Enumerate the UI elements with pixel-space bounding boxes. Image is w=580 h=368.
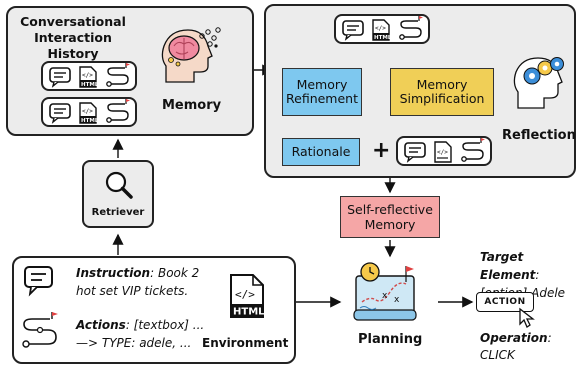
route-icon	[399, 16, 423, 40]
svg-text:x: x	[382, 291, 388, 301]
chat-icon	[49, 67, 71, 88]
history-icon-row-1: </> HTML	[41, 61, 137, 91]
actions-label: Actions	[76, 318, 126, 332]
svg-text:</>: </>	[235, 288, 255, 301]
instruction-text: Instruction: Book 2 hot set VIP tickets.	[76, 264, 200, 300]
instruction-label: Instruction	[76, 266, 151, 280]
history-icon-row-2: </> HTML	[41, 97, 137, 127]
reflection-head-gears-icon	[513, 57, 564, 109]
plus-sign: +	[372, 138, 391, 163]
svg-text:</>: </>	[437, 149, 448, 156]
svg-text:HTML: HTML	[233, 307, 265, 318]
history-title: Conversational Interaction History	[20, 14, 126, 61]
action-badge: ACTION	[476, 292, 534, 312]
reflection-label: Reflection	[502, 128, 576, 143]
operation-label: Operation	[480, 331, 548, 345]
environment-label: Environment	[202, 336, 289, 350]
history-panel: Conversational Interaction History </> H…	[6, 6, 254, 136]
document-code-icon: </>	[434, 141, 452, 163]
memory-simplification-box: Memory Simplification	[390, 68, 494, 116]
rationale-box: Rationale	[282, 138, 360, 166]
html-file-icon: </> HTML	[230, 274, 265, 318]
instruction-value: : Book 2 hot set VIP tickets.	[76, 266, 200, 298]
chat-icon	[342, 20, 364, 41]
actions-value: : [textbox] ... —> TYPE: adele, ...	[76, 318, 205, 350]
html-file-icon: </> HTML	[79, 66, 99, 88]
actions-text: Actions: [textbox] ... —> TYPE: adele, .…	[76, 316, 210, 352]
operation: Operation: CLICK	[480, 330, 580, 364]
svg-text:</>: </>	[375, 25, 386, 32]
target-label: Target Element	[480, 250, 536, 282]
route-icon	[106, 63, 130, 87]
route-icon	[106, 99, 130, 123]
operation-value: CLICK	[480, 348, 515, 362]
brain-head-icon	[161, 27, 221, 83]
simplified-icons: </>	[396, 136, 492, 166]
cursor-icon	[519, 307, 535, 328]
reflection-panel: </> HTML Memory Refinement Memory Simpli…	[264, 4, 576, 178]
planning-map-icon: x x	[353, 262, 417, 321]
svg-text:</>: </>	[82, 108, 93, 115]
memory-label: Memory	[162, 98, 222, 113]
memory-refinement-box: Memory Refinement	[282, 68, 362, 116]
html-file-icon: </> HTML	[372, 19, 392, 41]
svg-text:HTML: HTML	[374, 35, 392, 41]
html-file-icon: </> HTML	[79, 102, 99, 124]
chat-icon	[49, 103, 71, 124]
chat-icon	[24, 266, 53, 297]
retriever-box: Retriever	[82, 160, 154, 228]
planning-label: Planning	[358, 332, 423, 347]
retriever-label: Retriever	[91, 207, 145, 218]
operation-colon: :	[547, 331, 552, 345]
svg-text:x: x	[394, 295, 400, 305]
route-icon	[461, 138, 485, 162]
chat-icon	[404, 142, 426, 163]
reflection-input-icons: </> HTML	[334, 14, 430, 44]
environment-panel: Instruction: Book 2 hot set VIP tickets.…	[12, 256, 296, 364]
target-colon: :	[535, 268, 540, 282]
svg-text:</>: </>	[82, 72, 93, 79]
magnifier-icon	[105, 171, 133, 199]
route-icon	[22, 312, 58, 348]
self-reflective-memory-box: Self-reflective Memory	[340, 196, 440, 238]
svg-text:HTML: HTML	[81, 118, 99, 124]
svg-text:HTML: HTML	[81, 82, 99, 88]
